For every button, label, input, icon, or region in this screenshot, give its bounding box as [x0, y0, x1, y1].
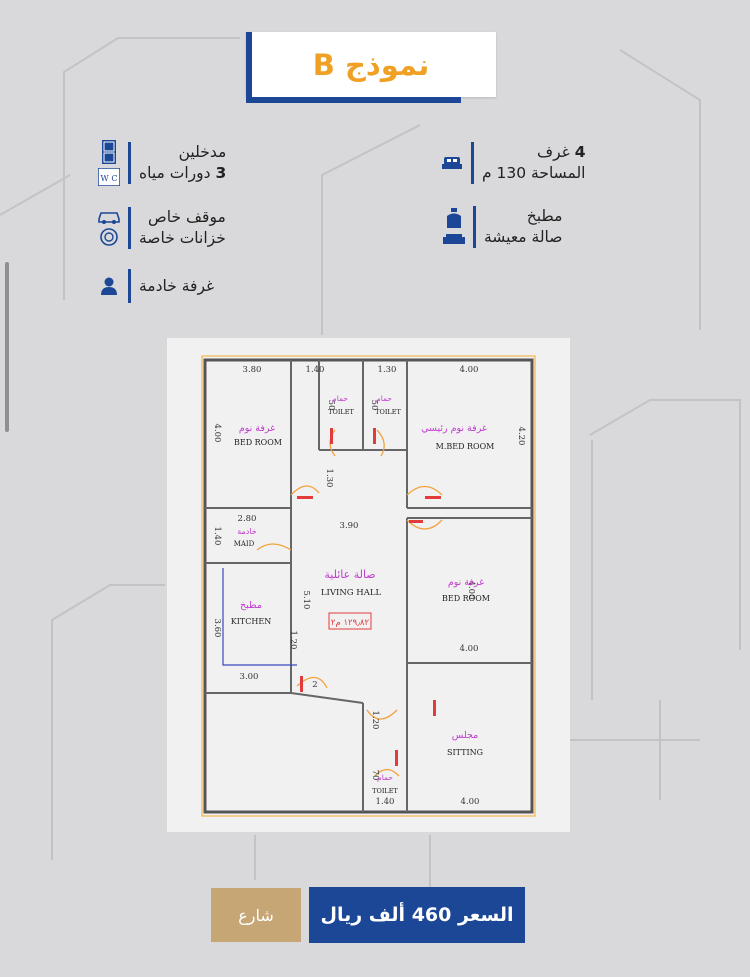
dim-label: 1.30: [378, 365, 397, 375]
living-label: صالة معيشة: [484, 228, 563, 246]
area-label: ١٢٩٫٨٢ م٢: [331, 618, 370, 628]
room-label-en: BED ROOM: [234, 438, 282, 447]
title-accent-bar: [246, 32, 252, 97]
door-icon: [102, 140, 116, 164]
dim-label: 5.10: [301, 591, 311, 610]
feature-rooms-area: 4 غرف المساحة 130 م: [441, 142, 585, 184]
room-label-ar: غرفة نوم: [239, 423, 275, 434]
feature-divider: [128, 142, 131, 184]
dim-label: 50: [369, 400, 379, 411]
dim-label: 3.90: [340, 521, 359, 531]
feature-icons: W C: [98, 140, 120, 186]
dim-label: 2: [312, 680, 317, 690]
dim-label: 4.20: [516, 427, 526, 446]
dim-label: 50: [326, 400, 336, 411]
room-label-ar: حمام: [376, 394, 392, 403]
feature-text: 4 غرف المساحة 130 م: [482, 142, 585, 184]
area-label: المساحة 130 م: [482, 164, 586, 182]
dim-label: 4.00: [466, 581, 476, 600]
price-button[interactable]: السعر 460 ألف ريال: [309, 887, 525, 943]
dim-label: 1.40: [306, 365, 325, 375]
feature-text: مدخلين 3 دورات مياه: [139, 142, 226, 184]
room-label-en: KITCHEN: [231, 617, 271, 626]
water-tank-icon: [100, 228, 118, 246]
feature-text: موقف خاص خزانات خاصة: [139, 207, 226, 249]
room-label-en: MAID: [234, 540, 255, 548]
kitchen-icon: [447, 208, 461, 228]
tanks-label: خزانات خاصة: [139, 229, 226, 247]
dim-label: 1.40: [212, 527, 222, 546]
maid-room-label: غرفة خادمة: [139, 276, 215, 295]
dim-label: 1.20: [370, 711, 380, 730]
feature-divider: [471, 142, 474, 184]
room-label-ar: مطبخ: [240, 600, 262, 611]
dim-label: 1.20: [288, 631, 298, 650]
entrances-label: مدخلين: [178, 143, 227, 161]
dim-label: 1.30: [324, 469, 334, 488]
dim-label: 3.60: [212, 619, 222, 638]
feature-divider: [128, 207, 131, 249]
floor-plan-card: 3.80 1.40 1.30 4.00 4.00 4.20 1.30 2.80 …: [167, 338, 570, 832]
dim-label: 4.00: [461, 797, 480, 807]
room-label-ar: صالة عائلية: [324, 568, 375, 581]
feature-icons: [443, 208, 465, 246]
room-label-en: TOILET: [328, 408, 354, 416]
feature-icons: [441, 154, 463, 172]
share-button[interactable]: شارع: [211, 888, 301, 942]
feature-divider: [128, 269, 131, 303]
dim-label: 4.00: [460, 644, 479, 654]
svg-text:W C: W C: [101, 174, 118, 183]
feature-text: مطبخ صالة معيشة: [484, 206, 562, 248]
room-label-ar: خادمة: [237, 527, 257, 536]
dim-label: 4.00: [460, 365, 479, 375]
wc-label: دورات مياه: [139, 164, 211, 182]
dim-label: 3.80: [243, 365, 262, 375]
car-icon: [98, 212, 120, 224]
rooms-label: غرف: [537, 143, 570, 161]
sofa-icon: [443, 234, 465, 244]
feature-icons: [98, 210, 120, 246]
floor-plan: 3.80 1.40 1.30 4.00 4.00 4.20 1.30 2.80 …: [201, 355, 536, 817]
dim-label: 2.80: [238, 514, 257, 524]
feature-maid-room: غرفة خادمة: [98, 269, 214, 303]
feature-text: غرفة خادمة: [139, 276, 214, 297]
person-icon: [101, 277, 117, 295]
room-label-en: M.BED ROOM: [436, 442, 495, 451]
room-label-ar: حمام: [332, 394, 348, 403]
dim-label: 1.40: [376, 797, 395, 807]
room-label-en: BED ROOM: [442, 594, 490, 603]
room-label-ar: حمام: [377, 773, 393, 782]
room-label-ar: غرفة نوم: [448, 577, 484, 588]
page-title: نموذج B: [312, 47, 430, 82]
title-underline-bar: [246, 97, 461, 103]
scrollbar[interactable]: [5, 262, 9, 432]
kitchen-label: مطبخ: [526, 207, 563, 225]
room-label-en: SITTING: [447, 748, 483, 757]
wc-count: 3: [215, 164, 227, 182]
feature-divider: [473, 206, 476, 248]
dim-label: 4.00: [212, 424, 222, 443]
parking-label: موقف خاص: [148, 208, 226, 226]
wc-icon: W C: [98, 168, 120, 186]
bed-icon: [442, 157, 462, 169]
feature-kitchen-living: مطبخ صالة معيشة: [443, 206, 562, 248]
room-label-ar: مجلس: [452, 730, 478, 741]
room-label-en: LIVING HALL: [321, 588, 382, 598]
room-label-en: TOILET: [372, 787, 398, 795]
room-label-ar: غرفة نوم رئيسي: [421, 423, 487, 434]
feature-icons: [98, 277, 120, 295]
title-card: نموذج B: [246, 32, 496, 103]
dim-label: 3.00: [240, 672, 259, 682]
rooms-count: 4: [574, 143, 586, 161]
dim-label: 70: [370, 770, 380, 781]
room-label-en: TOILET: [375, 408, 401, 416]
feature-parking-tanks: موقف خاص خزانات خاصة: [98, 207, 226, 249]
feature-entrances-wc: W C مدخلين 3 دورات مياه: [98, 140, 226, 186]
